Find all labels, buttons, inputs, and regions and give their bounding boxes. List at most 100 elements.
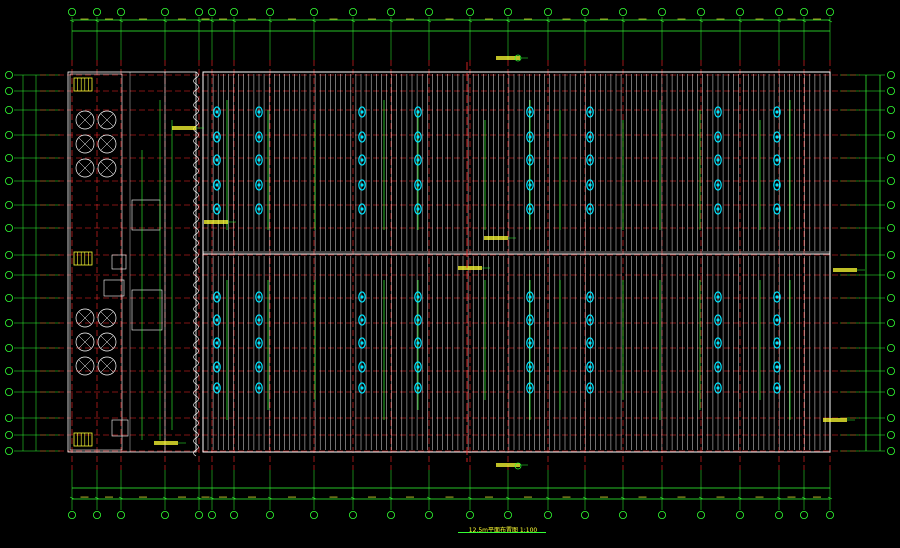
equipment-ring — [714, 154, 722, 166]
dimension-tick — [505, 19, 511, 23]
axis-bubble-right — [887, 387, 896, 396]
equipment-core — [360, 110, 364, 114]
axis-bubble-top — [800, 7, 809, 16]
axis-bubble-top — [424, 7, 433, 16]
dimension-tick — [776, 19, 782, 23]
equipment-ring — [213, 179, 221, 191]
axis-bubble-bottom — [194, 510, 203, 519]
fan-unit-mark — [100, 113, 114, 127]
dimension-text-mark — [787, 18, 796, 20]
axis-bubble-top — [736, 7, 745, 16]
axis-bubble-right — [887, 366, 896, 375]
axis-bubble-bottom — [465, 510, 474, 519]
callout-label — [833, 268, 857, 272]
equipment-ring — [358, 382, 366, 394]
equipment-core — [528, 207, 532, 211]
dimension-text-mark — [562, 18, 571, 20]
dimension-tick — [659, 496, 665, 500]
equipment-core — [588, 207, 592, 211]
equipment-ring — [714, 203, 722, 215]
dimension-tick — [467, 19, 473, 23]
equipment-ring — [213, 106, 221, 118]
equipment-core — [716, 135, 720, 139]
fan-unit — [75, 158, 95, 178]
equipment-core — [528, 135, 532, 139]
callout-label — [496, 463, 520, 467]
equipment-ring — [255, 154, 263, 166]
auxiliary-building-layer — [67, 71, 199, 457]
axis-bubble-bottom — [800, 510, 809, 519]
equipment-core — [416, 365, 420, 369]
callout-bubble — [514, 54, 522, 62]
equipment-core — [215, 110, 219, 114]
dimension-text-mark — [80, 18, 89, 20]
equipment-core — [215, 341, 219, 345]
axis-bubble-left — [5, 87, 13, 96]
fan-unit — [75, 308, 95, 328]
dimension-text-mark — [445, 18, 454, 20]
equipment-ring — [586, 337, 594, 349]
dimension-text-mark — [139, 18, 147, 20]
stair-block — [73, 77, 93, 92]
break-line — [193, 71, 199, 457]
dimension-tick — [196, 496, 202, 500]
equipment-core — [775, 135, 779, 139]
aux-room — [103, 279, 125, 297]
dimension-layer — [5, 7, 896, 519]
axis-bubble-top — [619, 7, 628, 16]
axis-bubble-top — [544, 7, 553, 16]
equipment-ring — [586, 106, 594, 118]
dimension-tick — [698, 496, 704, 500]
dimension-tick — [545, 496, 551, 500]
equipment-core — [416, 318, 420, 322]
equipment-core — [588, 183, 592, 187]
equipment-core — [360, 295, 364, 299]
equipment-ring — [586, 361, 594, 373]
stair-block — [73, 432, 93, 447]
equipment-core — [215, 183, 219, 187]
dimension-tick — [620, 19, 626, 23]
equipment-ring — [586, 314, 594, 326]
dimension-tick — [162, 496, 168, 500]
equipment-core — [257, 295, 261, 299]
axis-bubble-left — [5, 366, 13, 375]
equipment-ring — [213, 382, 221, 394]
dimension-text-mark — [201, 496, 210, 498]
axis-bubble-right — [887, 318, 896, 327]
dimension-text-mark — [219, 18, 227, 20]
dimension-text-mark — [755, 18, 764, 20]
equipment-ring — [773, 337, 781, 349]
equipment-core — [257, 158, 261, 162]
equipment-core — [528, 295, 532, 299]
equipment-core — [775, 158, 779, 162]
dimension-text-mark — [329, 18, 338, 20]
axis-bubble-top — [265, 7, 274, 16]
axis-bubble-bottom — [309, 510, 318, 519]
dimension-tick — [505, 496, 511, 500]
dimension-text-mark — [485, 18, 493, 20]
caption-underline — [458, 532, 546, 533]
axis-grid-layer — [40, 60, 860, 470]
fan-unit — [97, 134, 117, 154]
axis-bubble-left — [5, 430, 13, 439]
axis-bubble-bottom — [265, 510, 274, 519]
equipment-ring — [773, 131, 781, 143]
equipment-core — [775, 183, 779, 187]
dimension-text-mark — [329, 496, 338, 498]
dimension-tick — [698, 19, 704, 23]
axis-bubble-right — [887, 130, 896, 139]
dimension-tick — [231, 19, 237, 23]
dimension-tick — [69, 496, 75, 500]
dimension-tick — [737, 19, 743, 23]
fan-unit — [75, 134, 95, 154]
equipment-layer — [213, 106, 781, 394]
equipment-ring — [773, 154, 781, 166]
aux-room — [111, 254, 127, 270]
fan-unit-mark — [78, 335, 92, 349]
equipment-ring — [714, 314, 722, 326]
axis-bubble-bottom — [348, 510, 357, 519]
equipment-core — [775, 110, 779, 114]
axis-bubble-left — [5, 387, 13, 396]
equipment-ring — [255, 361, 263, 373]
